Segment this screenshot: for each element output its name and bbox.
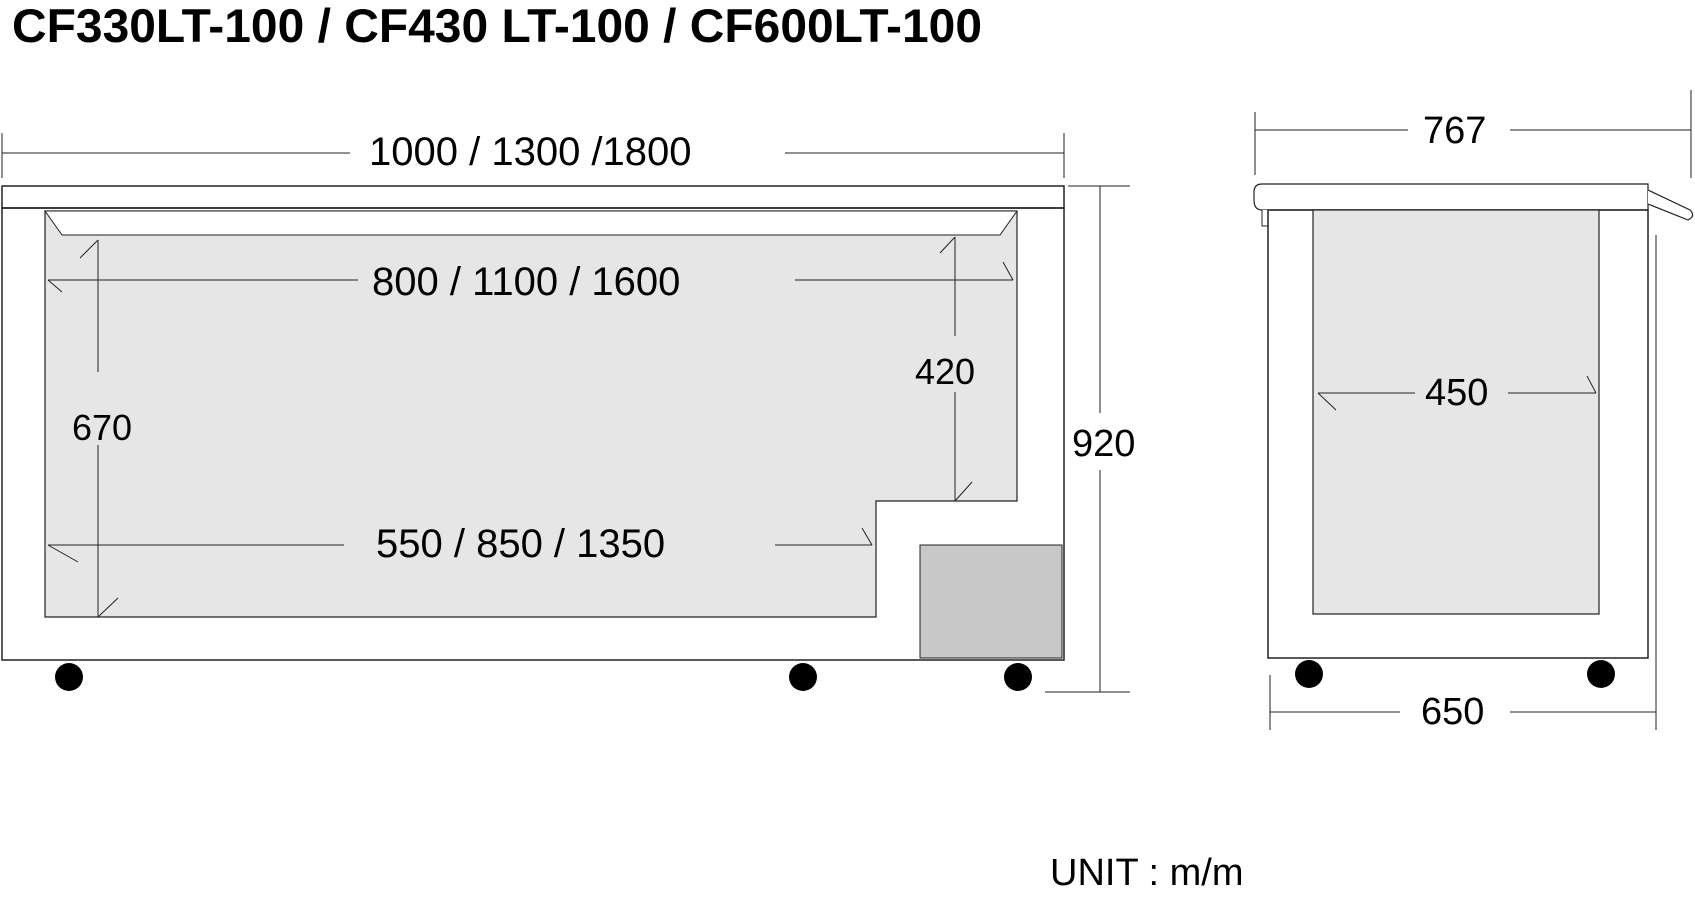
side-inner-storage <box>1312 209 1600 615</box>
wheel <box>55 663 83 691</box>
drawing-title: CF330LT-100 / CF430 LT-100 / CF600LT-100 <box>12 0 982 52</box>
wheel <box>1587 660 1615 688</box>
overall-width-dimension: 1000 / 1300 /1800 <box>1 130 1065 178</box>
wheel <box>789 663 817 691</box>
lid-hinge-handle <box>1647 189 1694 221</box>
overall-height-dimension: 920 <box>1045 185 1135 693</box>
base-depth-dimension: 650 <box>1269 675 1657 733</box>
bottom-inner-width-label: 550 / 850 / 1350 <box>376 522 665 566</box>
inner-depth-dimension: 450 <box>1317 372 1597 414</box>
top-depth-label: 767 <box>1423 110 1486 152</box>
base-depth-label: 650 <box>1421 691 1484 733</box>
lid-front-lip <box>1261 210 1269 227</box>
wheel <box>1004 663 1032 691</box>
inner-height-dimension: 670 <box>72 239 132 618</box>
bottom-inner-width-dimension: 550 / 850 / 1350 <box>47 522 873 566</box>
inner-width-label: 800 / 1100 / 1600 <box>372 260 680 304</box>
step-height-dimension: 420 <box>915 236 975 502</box>
cabinet-body <box>1 207 1065 661</box>
overall-height-label: 920 <box>1072 423 1135 465</box>
top-depth-dimension: 767 <box>1254 90 1692 178</box>
cabinet-top-lid <box>1 185 1065 209</box>
unit-note: UNIT : m/m <box>1050 852 1244 894</box>
inner-top-strip <box>44 210 1018 236</box>
wheel <box>1295 660 1323 688</box>
inner-depth-label: 450 <box>1425 372 1488 414</box>
side-view: 767 450 650 <box>1253 90 1694 733</box>
front-view: 1000 / 1300 /1800 800 / 1100 / 1600 670 <box>1 130 1135 693</box>
overall-width-label: 1000 / 1300 /1800 <box>369 130 692 174</box>
inner-height-label: 670 <box>72 407 132 448</box>
step-height-label: 420 <box>915 351 975 392</box>
side-lid <box>1253 183 1649 211</box>
inner-width-dimension: 800 / 1100 / 1600 <box>47 260 1014 304</box>
compressor-compartment <box>919 544 1063 659</box>
